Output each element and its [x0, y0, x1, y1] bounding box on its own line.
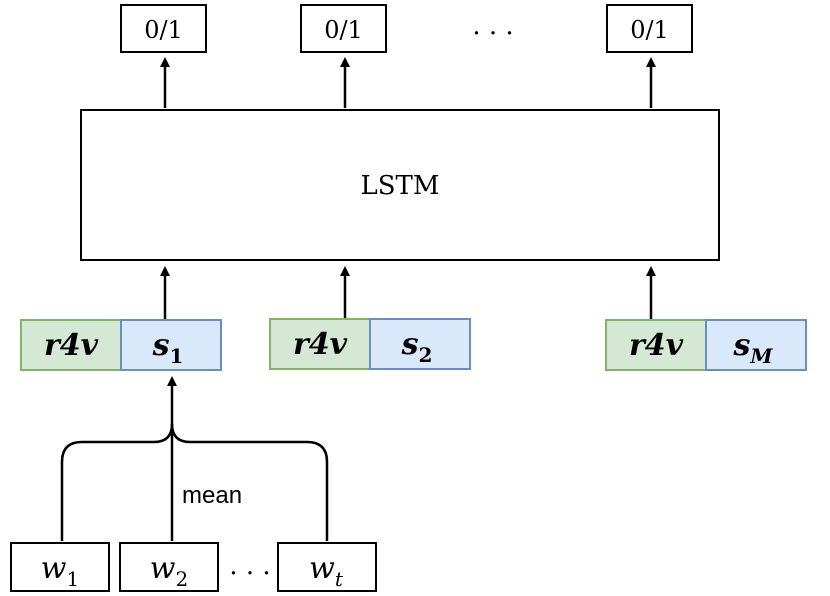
s-base-3: s [732, 328, 750, 363]
word-label-1: w1 [41, 551, 79, 591]
sentence-vector-1: r4v s1 [20, 319, 222, 371]
word-label-3: wt [309, 551, 344, 591]
word-box-2: w2 [119, 542, 219, 592]
word-sub-1: 1 [66, 567, 79, 591]
s-label-3: sM [732, 328, 773, 368]
connector-wt-to-mean [170, 423, 329, 541]
s-box-2 [369, 318, 471, 370]
connector-w1-to-mean [60, 423, 174, 541]
word-box-3: wt [277, 542, 377, 592]
output-label-3: 0/1 [630, 16, 669, 44]
word-label-2: w2 [150, 551, 188, 591]
sentence-vector-3: r4v sM [605, 319, 807, 371]
word-base-1: w [41, 551, 67, 586]
s-label-2: s2 [401, 327, 433, 367]
word-base-2: w [150, 551, 176, 586]
output-box-3: 0/1 [606, 4, 693, 53]
mean-label: mean [182, 482, 242, 509]
word-sub-3: t [335, 567, 344, 591]
output-box-1: 0/1 [120, 4, 207, 53]
r4v-box-3 [605, 319, 707, 371]
output-label-1: 0/1 [144, 16, 183, 44]
word-box-1: w1 [10, 542, 110, 592]
r4v-label-2: r4v [293, 327, 348, 362]
s-base-1: s [152, 328, 170, 363]
word-ellipsis: · · · [229, 559, 270, 589]
output-ellipsis: · · · [472, 19, 513, 49]
word-sub-2: 2 [175, 567, 188, 591]
s-sub-2: 2 [418, 343, 432, 367]
sentence-vector-2: r4v s2 [269, 318, 471, 370]
lstm-box: LSTM [80, 109, 720, 261]
word-base-3: w [309, 551, 335, 586]
r4v-label-1: r4v [44, 328, 99, 363]
output-box-2: 0/1 [300, 4, 387, 53]
s-label-1: s1 [152, 328, 184, 368]
s-box-3 [705, 319, 807, 371]
s-sub-1: 1 [169, 344, 183, 368]
s-sub-3: M [749, 344, 773, 368]
output-label-2: 0/1 [324, 16, 363, 44]
r4v-label-3: r4v [629, 328, 684, 363]
lstm-label: LSTM [360, 171, 439, 201]
s-base-2: s [401, 327, 419, 362]
s-box-1 [120, 319, 222, 371]
r4v-box-1 [20, 319, 122, 371]
